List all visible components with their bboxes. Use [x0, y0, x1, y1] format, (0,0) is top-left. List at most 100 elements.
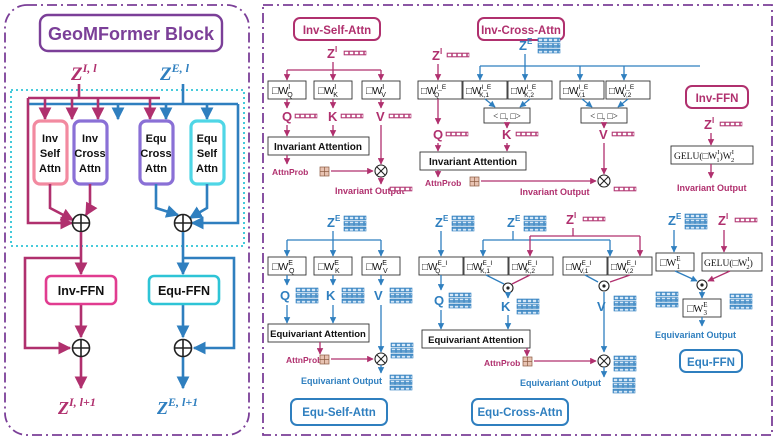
equ-cross-wv2: □W: [611, 262, 627, 273]
svg-text:ZI: ZI: [432, 47, 442, 63]
inv-self-multiply: [374, 164, 388, 178]
equ-self-wq-sup: E: [288, 260, 293, 267]
svg-text:□WI_EV,1: □WI_EV,1: [563, 84, 589, 99]
equ-cross-wk2-sub: K,2: [525, 268, 535, 275]
svg-text:ZI: ZI: [566, 211, 576, 227]
inv-self-wq-sup: I: [288, 84, 290, 91]
equ-ffn-hadamard: [696, 279, 708, 291]
equ-ffn-w1: □W: [660, 258, 676, 269]
inv-ffn-gelu: GELU(□W: [674, 151, 717, 162]
equ-cross-attn-line1: Equ: [146, 133, 167, 145]
inv-ffn-gelu-sup1: I: [717, 149, 719, 156]
equ-cross-wv1: □W: [566, 262, 582, 273]
equ-cross-wq-sub: Q: [435, 268, 440, 275]
equ-ffn-zi-sup: I: [726, 212, 728, 221]
inv-cross-ze-sup: E: [527, 37, 533, 46]
inv-cross-attn-line3: Attn: [79, 163, 101, 175]
svg-text:□WEK: □WEK: [318, 260, 340, 275]
equ-cross-wv1-sup: E_I: [581, 260, 591, 267]
svg-text:ZI: ZI: [718, 212, 728, 228]
residual-add-inv-2: [71, 338, 91, 358]
inv-ffn-gelu-sub1: 1: [716, 157, 719, 164]
inv-self-wq-sub: Q: [287, 92, 293, 99]
svg-text:□WI_EK,1: □WI_EK,1: [466, 84, 492, 99]
equ-self-attn-title: Equ-Self-Attn: [302, 407, 375, 419]
equ-self-wq: □W: [272, 261, 288, 273]
equ-self-v: V: [374, 288, 383, 303]
equ-cross-k: K: [501, 299, 511, 314]
inv-self-input-sup: I: [335, 45, 337, 54]
svg-text:ZE: ZE: [668, 212, 682, 228]
inv-cross-attn-line2: Cross: [74, 148, 105, 160]
equ-self-wk: □W: [318, 261, 334, 273]
z-inv-output-sup: I, l+1: [68, 395, 96, 409]
equ-cross-ze2: Z: [507, 215, 515, 230]
equ-self-output: Equivariant Output: [301, 376, 382, 386]
svg-text:ZE: ZE: [435, 214, 449, 230]
equ-cross-v: V: [597, 299, 606, 314]
equ-ffn-output: Equivariant Output: [655, 330, 736, 340]
inv-cross-attn-title: Inv-Cross-Attn: [481, 25, 561, 37]
z-equ-output-sup: E, l+1: [167, 395, 198, 409]
svg-text:□WIK: □WIK: [318, 84, 338, 99]
svg-text:□WI_EK,2: □WI_EK,2: [511, 84, 537, 99]
inv-self-output: Invariant Output: [335, 186, 405, 196]
equ-self-multiply: [374, 352, 388, 366]
equ-self-wk-sub: K: [335, 268, 340, 275]
inv-self-attn-line1: Inv: [42, 133, 59, 145]
inv-cross-inner-k: < □, □>: [493, 111, 521, 121]
equ-cross-hadamard-v: [598, 280, 610, 292]
inv-cross-wq-sup: I_E: [436, 84, 446, 91]
inv-ffn-output: Invariant Output: [677, 183, 747, 193]
inv-self-k: K: [328, 109, 338, 124]
equ-self-input: Z: [327, 215, 335, 230]
z-equ-input: Z: [159, 64, 172, 85]
svg-text:□WE_IV,1: □WE_IV,1: [566, 260, 591, 275]
equ-cross-attnprob: AttnProb: [484, 358, 520, 368]
residual-add-equ-1: [173, 213, 193, 233]
svg-text:□WIV: □WIV: [366, 84, 386, 99]
inv-cross-v: V: [599, 127, 608, 142]
inv-cross-wq: □W: [421, 86, 437, 97]
inv-cross-wk2: □W: [511, 86, 527, 97]
inv-self-wv-sub: V: [381, 92, 386, 99]
equ-ffn-w1-sub: 1: [677, 263, 681, 271]
equ-ffn-w3-sub: 3: [704, 309, 708, 317]
equ-self-k: K: [326, 288, 336, 303]
svg-text:□WEQ: □WEQ: [272, 260, 295, 275]
equ-ffn-gelu-close: ): [750, 258, 753, 269]
equ-cross-wv1-sub: V,1: [579, 268, 589, 275]
inv-cross-wk1: □W: [466, 86, 482, 97]
detail-panel: [262, 4, 773, 436]
svg-text:ZI: ZI: [704, 116, 714, 132]
inv-cross-ze: Z: [519, 38, 527, 53]
svg-text:ZE: ZE: [327, 214, 341, 230]
inv-cross-attn-line1: Inv: [82, 133, 99, 145]
z-inv-input: Z: [70, 64, 83, 85]
equ-self-attn-line2: Self: [197, 148, 218, 160]
svg-text:GELU(□WI1)WI2: GELU(□WI1)WI2: [674, 149, 734, 164]
svg-text:□WE3: □WE3: [687, 301, 708, 317]
svg-text:□WE_IK,2: □WE_IK,2: [512, 260, 537, 275]
inv-self-attn-title: Inv-Self-Attn: [303, 25, 371, 37]
equ-cross-wq-sup: E_I: [437, 260, 447, 267]
inv-ffn-title: Inv-FFN: [696, 93, 739, 105]
z-inv-input-sup: I, l: [82, 61, 98, 75]
svg-text:ZE: ZE: [519, 37, 533, 53]
inv-cross-wq-sub: Q: [434, 92, 439, 99]
svg-text:□WE_IV,2: □WE_IV,2: [611, 260, 636, 275]
inv-cross-wv1-sup: I_E: [578, 84, 588, 91]
equ-self-attn-line1: Equ: [197, 133, 218, 145]
equ-cross-multiply: [597, 354, 611, 368]
inv-ffn-input: Z: [704, 117, 712, 132]
inv-cross-attention: Invariant Attention: [429, 157, 517, 168]
z-equ-output: Z: [156, 398, 168, 418]
equ-cross-ze1-sup: E: [443, 214, 449, 223]
svg-text:□WI_EV,2: □WI_EV,2: [609, 84, 635, 99]
svg-text:ZI, l+1: ZI, l+1: [57, 395, 96, 418]
inv-self-wk-sup: I: [334, 84, 336, 91]
equ-cross-wv2-sup: E_I: [626, 260, 636, 267]
